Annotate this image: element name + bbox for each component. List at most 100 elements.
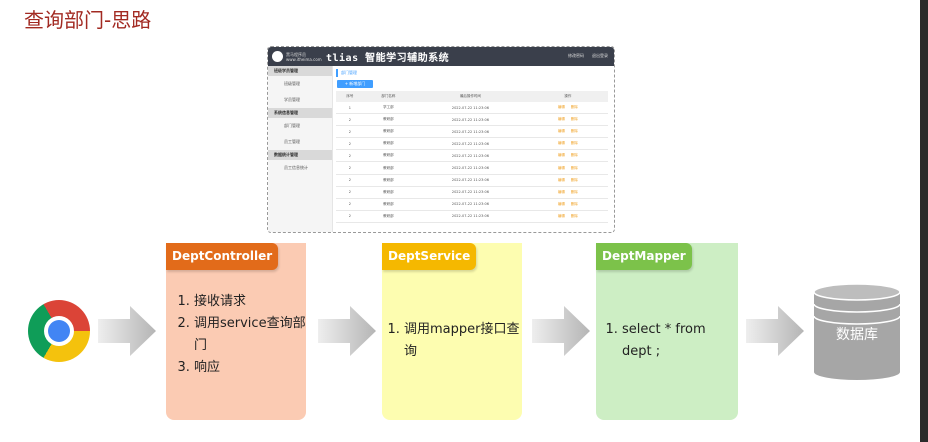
table-cell: 教研部 — [363, 198, 414, 211]
service-step: 调用mapper接口查询 — [404, 319, 522, 363]
edit-link[interactable]: 编辑 — [557, 105, 565, 110]
arrow-icon — [746, 306, 804, 356]
controller-title: DeptController — [166, 243, 279, 270]
app-header: 黑马程序员 www.itheima.com tlias 智能学习辅助系统 修改密… — [268, 47, 614, 66]
sidebar-item[interactable]: 员工管理 — [284, 139, 300, 144]
service-box: DeptService 调用mapper接口查询 — [382, 243, 522, 420]
table-cell: 2 — [336, 174, 364, 187]
logout-link[interactable]: 退出登录 — [592, 53, 608, 58]
edit-link[interactable]: 编辑 — [557, 201, 565, 206]
table-cell: 2 — [336, 161, 364, 175]
table-cell: 2022-07-22 11:23:06 — [413, 186, 528, 199]
table-cell: 2022-07-22 11:23:06 — [413, 113, 528, 127]
table-actions: 编辑删除 — [527, 186, 608, 199]
delete-link[interactable]: 删除 — [570, 153, 578, 158]
sidebar-group[interactable]: 班级学员管理 — [268, 66, 332, 76]
slide-title: 查询部门-思路 — [24, 8, 152, 32]
sidebar-group[interactable]: 系统信息管理 — [268, 108, 332, 118]
delete-link[interactable]: 删除 — [570, 129, 578, 134]
table-cell: 2 — [336, 198, 364, 211]
database-icon: 数据库 — [813, 283, 901, 380]
mapper-step: select * from dept ; — [622, 319, 738, 363]
add-dept-button[interactable]: + 新增部门 — [337, 80, 373, 88]
arrow-icon — [98, 306, 156, 356]
app-screenshot: 黑马程序员 www.itheima.com tlias 智能学习辅助系统 修改密… — [267, 46, 615, 233]
table-cell: 2 — [336, 186, 364, 199]
table-actions: 编辑删除 — [527, 137, 608, 151]
table-cell: 2 — [336, 137, 364, 151]
app-sidebar: 班级学员管理班级管理学员管理系统信息管理部门管理员工管理数据统计管理员工信息统计 — [268, 66, 333, 232]
delete-link[interactable]: 删除 — [570, 117, 578, 122]
service-steps: 调用mapper接口查询 — [382, 319, 522, 363]
table-cell: 教研部 — [363, 113, 414, 127]
delete-link[interactable]: 删除 — [570, 165, 578, 170]
sidebar-item[interactable]: 部门管理 — [284, 123, 300, 128]
change-password-link[interactable]: 修改密码 — [568, 53, 584, 58]
mapper-box: DeptMapper select * from dept ; — [596, 243, 738, 420]
table-cell: 2 — [336, 149, 364, 163]
edit-link[interactable]: 编辑 — [557, 153, 565, 158]
table-cell: 2022-07-22 11:23:06 — [413, 137, 528, 151]
table-actions: 编辑删除 — [527, 125, 608, 139]
sidebar-item[interactable]: 学员管理 — [284, 97, 300, 102]
controller-step: 接收请求 — [194, 291, 306, 313]
table-cell: 教研部 — [363, 161, 414, 175]
database-label: 数据库 — [836, 327, 878, 343]
table-cell: 教研部 — [363, 186, 414, 199]
delete-link[interactable]: 删除 — [570, 105, 578, 110]
table-header: 最后操作时间 — [413, 91, 528, 102]
controller-box: DeptController 接收请求 调用service查询部门 响应 — [166, 243, 306, 420]
sidebar-item[interactable]: 班级管理 — [284, 81, 300, 86]
table-cell: 2022-07-22 11:23:06 — [413, 174, 528, 187]
table-actions: 编辑删除 — [527, 174, 608, 187]
delete-link[interactable]: 删除 — [570, 189, 578, 194]
table-cell: 2 — [336, 125, 364, 139]
table-header: 部门名称 — [363, 91, 414, 102]
edit-link[interactable]: 编辑 — [557, 141, 565, 146]
delete-link[interactable]: 删除 — [570, 177, 578, 182]
delete-link[interactable]: 删除 — [570, 201, 578, 206]
table-cell: 2022-07-22 11:23:06 — [413, 161, 528, 175]
table-actions: 编辑删除 — [527, 161, 608, 175]
table-cell: 2022-07-22 11:23:06 — [413, 198, 528, 211]
table-header: 序号 — [336, 91, 364, 102]
breadcrumb: 部门管理 — [336, 69, 608, 77]
table-cell: 教研部 — [363, 125, 414, 139]
edit-link[interactable]: 编辑 — [557, 213, 565, 218]
edit-link[interactable]: 编辑 — [557, 165, 565, 170]
edit-link[interactable]: 编辑 — [557, 117, 565, 122]
logo-text: 黑马程序员 www.itheima.com — [286, 51, 322, 62]
sidebar-group[interactable]: 数据统计管理 — [268, 150, 332, 160]
edit-link[interactable]: 编辑 — [557, 129, 565, 134]
table-cell: 2022-07-22 11:23:06 — [413, 125, 528, 139]
table-cell: 2 — [336, 210, 364, 223]
table-header: 操作 — [527, 91, 608, 102]
mapper-steps: select * from dept ; — [596, 319, 738, 363]
header-actions: 修改密码 退出登录 — [568, 53, 608, 59]
delete-link[interactable]: 删除 — [570, 141, 578, 146]
table-cell: 2022-07-22 11:23:06 — [413, 210, 528, 223]
edit-link[interactable]: 编辑 — [557, 189, 565, 194]
sidebar-item[interactable]: 员工信息统计 — [284, 165, 308, 170]
table-actions: 编辑删除 — [527, 113, 608, 127]
mapper-title: DeptMapper — [596, 243, 692, 270]
table-cell: 2022-07-22 11:23:06 — [413, 102, 528, 115]
edit-link[interactable]: 编辑 — [557, 177, 565, 182]
table-cell: 教研部 — [363, 174, 414, 187]
delete-link[interactable]: 删除 — [570, 213, 578, 218]
arrow-icon — [532, 306, 590, 356]
service-title: DeptService — [382, 243, 477, 270]
controller-step: 响应 — [194, 357, 306, 379]
table-actions: 编辑删除 — [527, 198, 608, 211]
